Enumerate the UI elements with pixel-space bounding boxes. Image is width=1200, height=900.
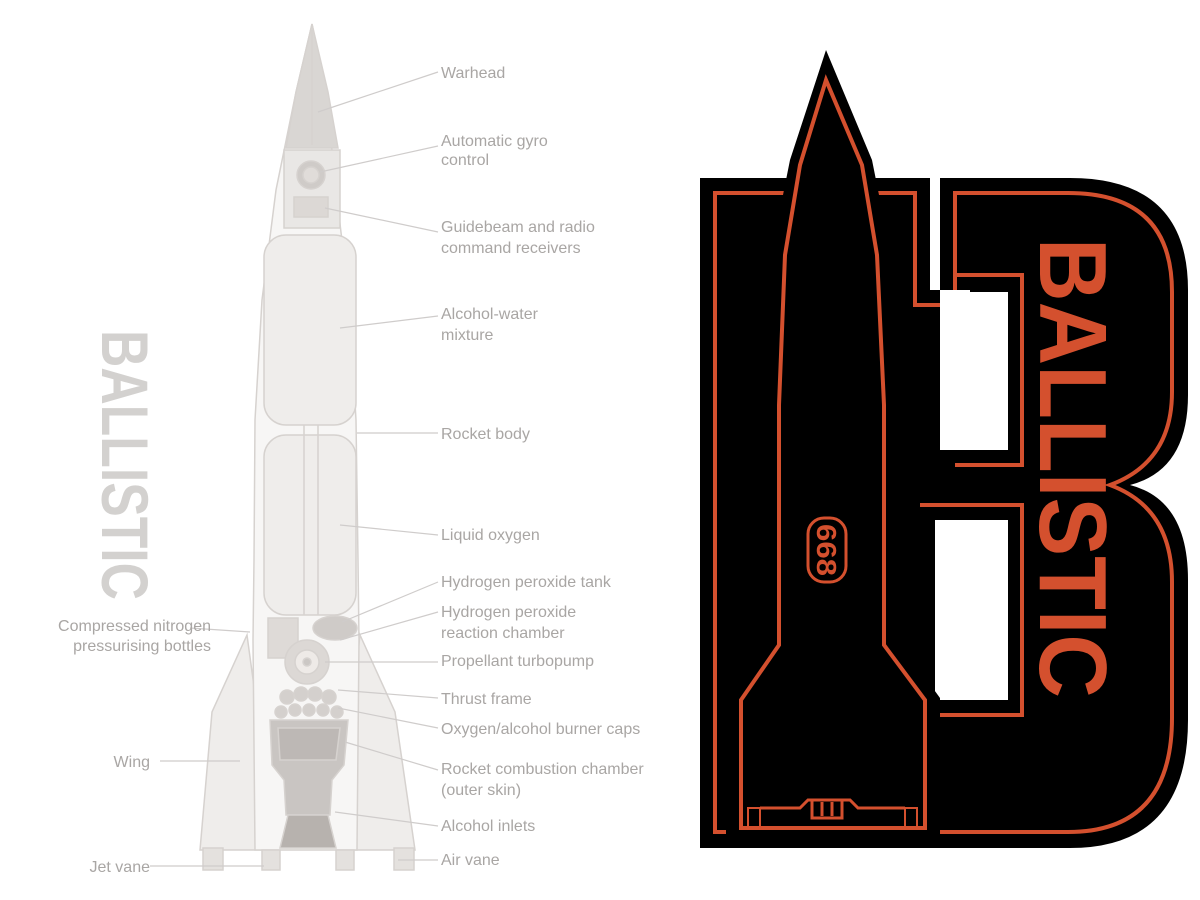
label-combustion-line2: (outer skin) [441, 782, 521, 799]
label-alcohol-line2: mixture [441, 327, 494, 344]
jet-vane-mid2 [335, 849, 355, 871]
rocket-cutaway [199, 23, 416, 871]
jet-vane-mid [261, 849, 281, 871]
rocket-number: 668 [811, 524, 842, 576]
label-liquid-oxygen: Liquid oxygen [441, 527, 540, 544]
label-guidebeam-line2: command receivers [441, 240, 581, 257]
air-vane-right [393, 847, 415, 871]
label-air-vane: Air vane [441, 852, 500, 869]
radio-receivers [293, 196, 329, 218]
logo-wordmark: BALLISTIC [1019, 238, 1126, 698]
label-rocket-body: Rocket body [441, 426, 530, 443]
label-gyro-line2: control [441, 152, 489, 169]
diagram-watermark: BALLISTIC [88, 330, 162, 600]
b-window-upper [958, 292, 1008, 450]
oxygen-tank [263, 434, 357, 616]
ballistic-logo: 668 BALLISTIC [700, 50, 1188, 848]
label-guidebeam-line1: Guidebeam and radio [441, 219, 595, 236]
label-combustion-line1: Rocket combustion chamber [441, 761, 644, 778]
b-window-lower [935, 520, 1008, 700]
label-burner-caps: Oxygen/alcohol burner caps [441, 721, 640, 738]
burner-caps [274, 686, 344, 719]
label-thrust-frame: Thrust frame [441, 691, 532, 708]
rocket-number-badge: 668 [806, 516, 848, 584]
label-jet-vane: Jet vane [90, 859, 151, 876]
leader-lines [150, 71, 439, 867]
label-alcohol-inlets: Alcohol inlets [441, 818, 535, 835]
label-h2o2-tank: Hydrogen peroxide tank [441, 574, 612, 591]
label-nitrogen-line2: pressurising bottles [73, 638, 211, 655]
alcohol-tank [263, 234, 357, 426]
label-wing: Wing [114, 754, 150, 771]
label-turbopump: Propellant turbopump [441, 653, 594, 670]
label-alcohol-line1: Alcohol-water [441, 306, 539, 323]
logo-rocket [726, 50, 940, 844]
label-gyro-line1: Automatic gyro [441, 133, 548, 150]
label-warhead: Warhead [441, 65, 505, 82]
nozzle [279, 814, 337, 849]
h2o2-tank [312, 615, 358, 641]
diagram-labels: Warhead Automatic gyro control Guidebeam… [58, 65, 644, 876]
jet-vane-left [202, 847, 224, 871]
label-nitrogen-line1: Compressed nitrogen [58, 618, 211, 635]
label-h2o2-chamber-line2: reaction chamber [441, 625, 565, 642]
cutaway-diagram: BALLISTIC [58, 23, 644, 876]
label-h2o2-chamber-line1: Hydrogen peroxide [441, 604, 576, 621]
